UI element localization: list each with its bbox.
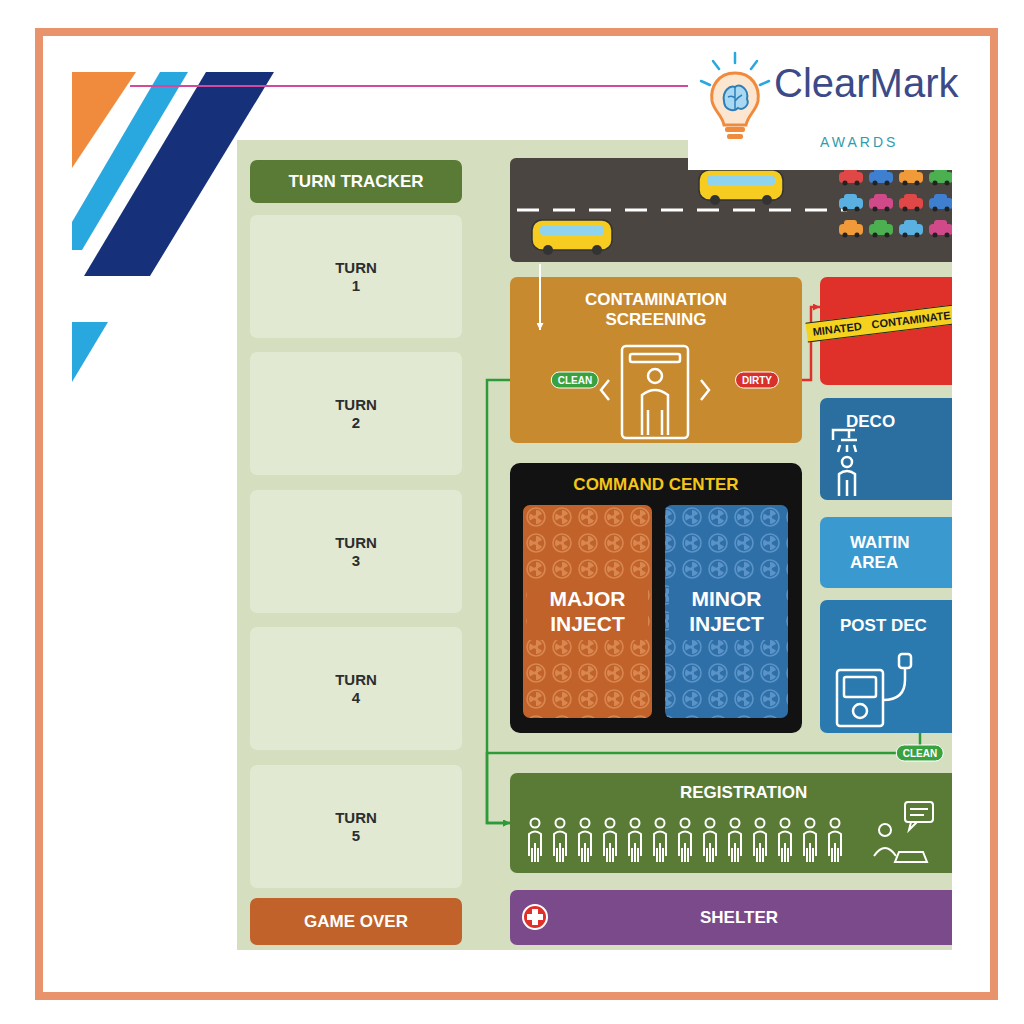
turn-box: TURN 1	[250, 215, 462, 338]
post-decon-station: POST DEC	[820, 600, 952, 733]
node-label: TURN 3	[333, 534, 380, 569]
node-label: POST DEC	[840, 616, 927, 636]
command-center: COMMAND CENTER MAJOR INJECT MINOR INJECT	[510, 463, 802, 733]
node-label: MAJOR INJECT	[527, 583, 648, 639]
game-over-box: GAME OVER	[250, 898, 462, 945]
tracker-header: TURN TRACKER	[250, 160, 462, 203]
tape-text: MINATED	[812, 320, 862, 339]
orange-border	[39, 32, 994, 996]
node-label: TURN TRACKER	[288, 172, 423, 192]
edge-label: DIRTY	[735, 372, 779, 389]
screening-station: CONTAMINATION SCREENING	[510, 277, 802, 443]
tape-text: CONTAMINATE	[871, 309, 952, 331]
game-board: TURN TRACKER TURN 1 TURN 2 TURN 3 TURN 4 TURN…	[237, 140, 952, 950]
registration-desk	[874, 802, 933, 862]
registration-area: REGISTRATION	[510, 773, 952, 873]
inject-deck: MINOR INJECT	[665, 505, 788, 718]
shelter-area: SHELTER	[510, 890, 952, 945]
node-label: SHELTER	[700, 908, 778, 928]
node-label: TURN 2	[333, 396, 380, 431]
node-label: COMMAND CENTER	[573, 475, 738, 495]
turn-box: TURN 4	[250, 627, 462, 750]
radiation-pattern	[665, 505, 788, 718]
node-label: MINOR INJECT	[669, 583, 784, 639]
road	[510, 158, 952, 262]
screening-portal	[601, 346, 709, 438]
caution-tape: MINATED CONTAMINATE	[805, 299, 952, 342]
flow-arrow	[802, 307, 820, 380]
bus-arrow	[539, 264, 541, 330]
brand-name: ClearMark	[774, 63, 958, 103]
node-label: CONTAMINATION SCREENING	[571, 290, 741, 329]
lane-marking	[517, 209, 847, 212]
turn-box: TURN 2	[250, 352, 462, 475]
brand-subtitle: AWARDS	[820, 135, 898, 149]
shower-icon	[833, 430, 857, 496]
award-logo: ClearMarkAWARDS	[688, 45, 985, 170]
bus	[699, 170, 783, 205]
node-label: TURN 4	[333, 671, 380, 706]
decon-station: DECO	[820, 398, 952, 500]
flow-arrow	[487, 380, 510, 823]
pink-rule	[130, 85, 700, 87]
car-rows	[839, 168, 952, 238]
node-label: DECO	[846, 412, 895, 432]
radiation-pattern	[523, 505, 652, 718]
node-label: GAME OVER	[304, 912, 408, 932]
node-label: TURN 1	[333, 259, 380, 294]
inject-deck: MAJOR INJECT	[523, 505, 652, 718]
blue-triangle	[72, 322, 108, 382]
edge-label: CLEAN	[896, 745, 944, 762]
turn-box: TURN 5	[250, 765, 462, 888]
turn-box: TURN 3	[250, 490, 462, 613]
medical-cross	[523, 905, 547, 929]
edge-label: CLEAN	[551, 372, 599, 389]
waiting-area: WAITIN AREA	[820, 517, 952, 588]
contaminated-zone: MINATEDCONTAMINATE	[820, 277, 952, 385]
node-label: TURN 5	[333, 809, 380, 844]
radiation-monitor	[837, 654, 911, 726]
node-label: WAITIN AREA	[850, 533, 940, 572]
node-label: REGISTRATION	[680, 783, 807, 803]
people-queue	[529, 819, 841, 863]
bus	[532, 220, 612, 255]
